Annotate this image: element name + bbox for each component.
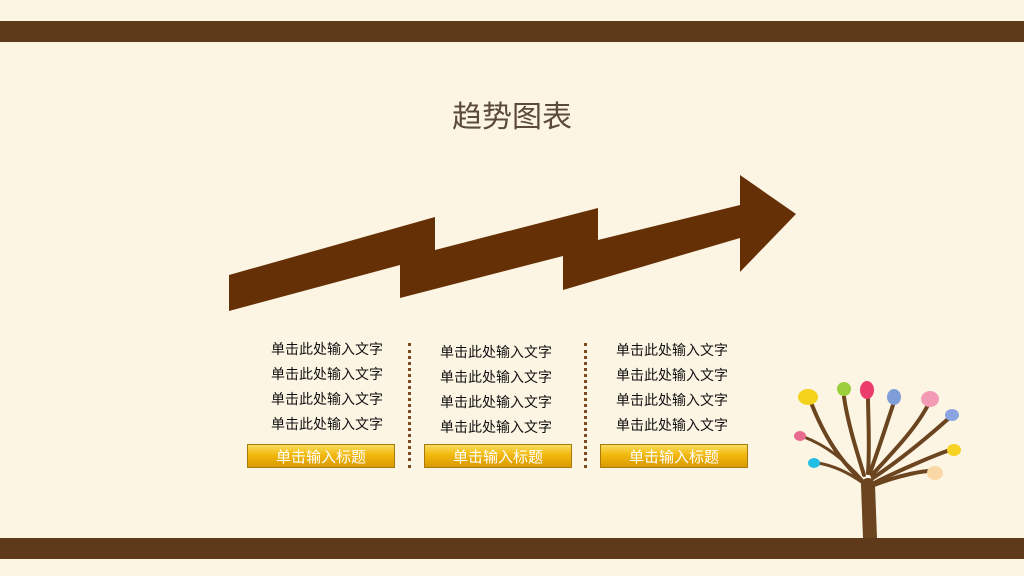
dotted-divider bbox=[584, 343, 587, 468]
tree-icon bbox=[794, 381, 961, 540]
body-text[interactable]: 单击此处输入文字 bbox=[271, 367, 383, 383]
body-text[interactable]: 单击此处输入文字 bbox=[271, 417, 383, 433]
body-text[interactable]: 单击此处输入文字 bbox=[616, 418, 728, 434]
body-text[interactable]: 单击此处输入文字 bbox=[440, 420, 552, 436]
title-button-1[interactable]: 单击输入标题 bbox=[247, 444, 395, 468]
body-text[interactable]: 单击此处输入文字 bbox=[616, 393, 728, 409]
body-text[interactable]: 单击此处输入文字 bbox=[440, 395, 552, 411]
bottom-bar bbox=[0, 538, 1024, 559]
title-button-2[interactable]: 单击输入标题 bbox=[424, 444, 572, 468]
body-text[interactable]: 单击此处输入文字 bbox=[271, 392, 383, 408]
body-text[interactable]: 单击此处输入文字 bbox=[616, 343, 728, 359]
text-column-1: 单击此处输入文字 单击此处输入文字 单击此处输入文字 单击此处输入文字 bbox=[252, 338, 402, 438]
top-bar bbox=[0, 21, 1024, 42]
page-title: 趋势图表 bbox=[452, 100, 572, 135]
body-text[interactable]: 单击此处输入文字 bbox=[440, 345, 552, 361]
body-text[interactable]: 单击此处输入文字 bbox=[271, 342, 383, 358]
text-column-2: 单击此处输入文字 单击此处输入文字 单击此处输入文字 单击此处输入文字 bbox=[421, 341, 571, 441]
dotted-divider bbox=[408, 343, 411, 468]
body-text[interactable]: 单击此处输入文字 bbox=[440, 370, 552, 386]
text-column-3: 单击此处输入文字 单击此处输入文字 单击此处输入文字 单击此处输入文字 bbox=[597, 339, 747, 439]
title-button-3[interactable]: 单击输入标题 bbox=[600, 444, 748, 468]
body-text[interactable]: 单击此处输入文字 bbox=[616, 368, 728, 384]
